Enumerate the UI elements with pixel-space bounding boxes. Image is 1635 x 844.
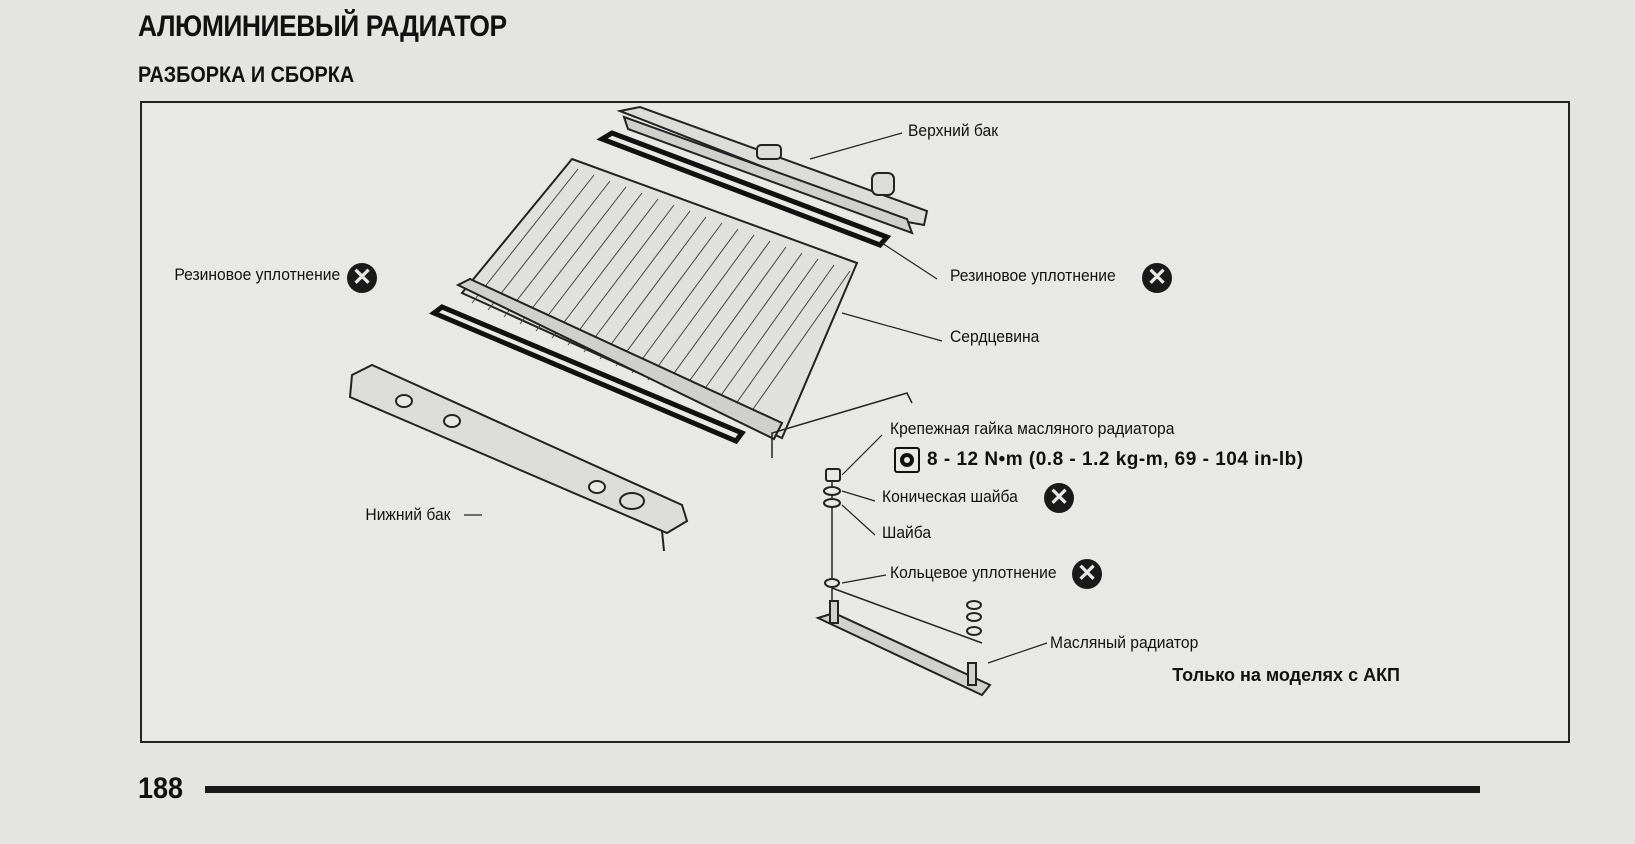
label-conical-washer: Коническая шайба [882, 487, 1018, 506]
torque-spec: 8 - 12 N•m (0.8 - 1.2 kg-m, 69 - 104 in-… [927, 449, 1304, 470]
lower-tank-shape [348, 363, 689, 552]
label-lower-tank: Нижний бак [364, 505, 450, 524]
title-background [138, 8, 558, 92]
label-core: Сердцевина [950, 327, 1040, 346]
page-number: 188 [138, 772, 184, 805]
do-not-reuse-icon: ✕ [1142, 263, 1172, 293]
label-oil-cooler: Масляный радиатор [1050, 633, 1199, 652]
do-not-reuse-icon: ✕ [1072, 559, 1102, 589]
label-rubber-seal-left: Резиновое уплотнение [174, 265, 340, 284]
do-not-reuse-icon: ✕ [347, 263, 377, 293]
label-oil-cooler-nut: Крепежная гайка масляного радиатора [890, 419, 1175, 438]
page-subtitle: РАЗБОРКА И СБОРКА [138, 62, 355, 87]
footer-rule [205, 786, 1480, 793]
core-shape [455, 157, 859, 441]
label-o-ring: Кольцевое уплотнение [890, 563, 1057, 582]
exploded-diagram: Верхний бак Резиновое уплотнение ✕ Резин… [140, 101, 1570, 743]
page-title: АЛЮМИНИЕВЫЙ РАДИАТОР [138, 10, 507, 43]
upper-tank-shape [616, 105, 929, 235]
label-washer: Шайба [882, 523, 932, 542]
atm-only-note: Только на моделях с АКП [1172, 665, 1400, 685]
lower-rubber-seal-shape [429, 304, 746, 445]
oil-cooler-shape [815, 600, 992, 697]
label-rubber-seal-right: Резиновое уплотнение [950, 266, 1116, 285]
do-not-reuse-icon: ✕ [1044, 483, 1074, 513]
fastener-stack [823, 468, 841, 588]
label-upper-tank: Верхний бак [908, 121, 999, 140]
label-leaders [464, 132, 1048, 664]
upper-rubber-seal-shape [596, 130, 892, 248]
torque-wrench-icon [894, 447, 920, 473]
radiator-drawing [348, 105, 1048, 697]
